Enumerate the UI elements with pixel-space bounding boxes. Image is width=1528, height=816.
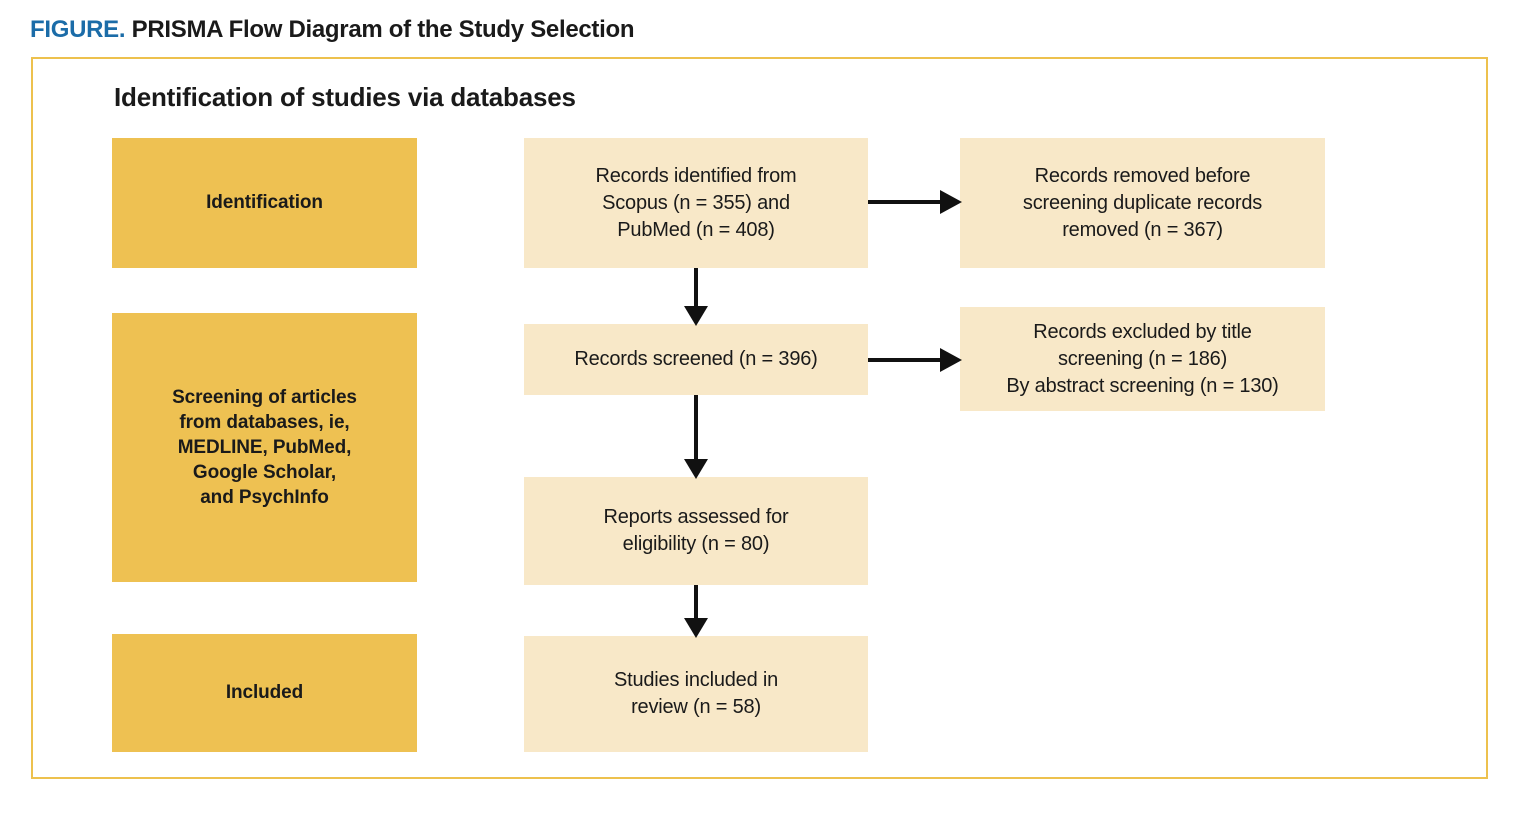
stage-label-identification: Identification	[206, 192, 323, 214]
figure-caption-label: FIGURE.	[30, 16, 126, 43]
flow-text-records-removed: Records removed before screening duplica…	[1022, 164, 1263, 241]
stage-label-screening: Screening of articles from databases, ie…	[172, 386, 357, 509]
flow-text-reports-assessed: Reports assessed for eligibility (n = 80…	[603, 506, 789, 555]
flow-text-records-screened: Records screened (n = 396)	[574, 348, 818, 370]
flow-box-studies-included: Studies included in review (n = 58)	[524, 636, 868, 752]
flow-text-records-identified: Records identified from Scopus (n = 355)…	[595, 164, 797, 241]
section-heading: Identification of studies via databases	[114, 82, 576, 112]
arrow-down-icon-screened-to-assessed	[680, 395, 712, 479]
stage-box-screening: Screening of articles from databases, ie…	[112, 313, 417, 582]
flow-text-records-excluded: Records excluded by title screening (n =…	[1006, 320, 1279, 397]
arrow-right-icon-screened-to-excluded	[868, 344, 962, 376]
stage-label-included: Included	[225, 682, 304, 704]
flow-box-records-removed: Records removed before screening duplica…	[960, 138, 1325, 268]
arrow-right-icon-identified-to-removed	[868, 186, 962, 218]
stage-box-identification: Identification	[112, 138, 417, 268]
arrow-down-icon-identified-to-screened	[680, 268, 712, 326]
figure-caption: FIGURE. PRISMA Flow Diagram of the Study…	[30, 16, 635, 44]
flow-box-records-identified: Records identified from Scopus (n = 355)…	[524, 138, 868, 268]
stage-box-included: Included	[112, 634, 417, 752]
flow-text-studies-included: Studies included in review (n = 58)	[613, 669, 779, 718]
flow-box-records-excluded: Records excluded by title screening (n =…	[960, 307, 1325, 411]
arrow-down-icon-assessed-to-included	[680, 585, 712, 638]
flow-box-reports-assessed: Reports assessed for eligibility (n = 80…	[524, 477, 868, 585]
figure-caption-title: PRISMA Flow Diagram of the Study Selecti…	[131, 16, 635, 43]
flow-box-records-screened: Records screened (n = 396)	[524, 324, 868, 395]
